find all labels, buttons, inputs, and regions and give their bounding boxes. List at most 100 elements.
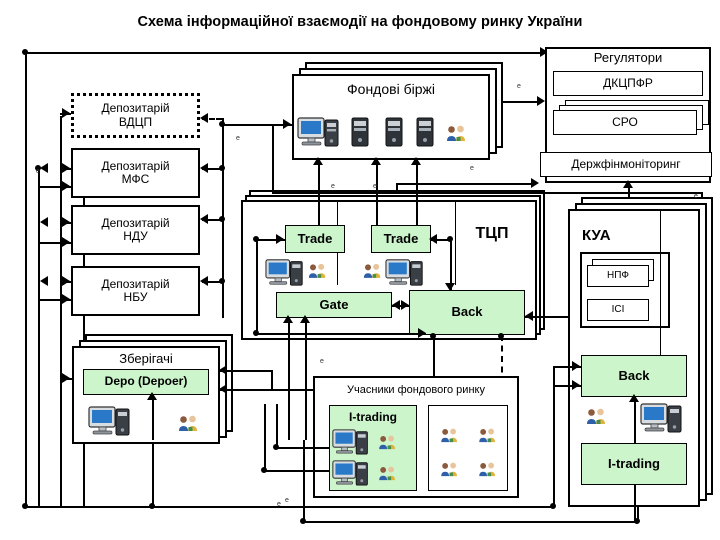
arrow-head bbox=[62, 217, 70, 227]
arrow-head bbox=[411, 157, 421, 165]
tcp-trade-1-label: Trade bbox=[297, 230, 333, 246]
arrow-head bbox=[525, 311, 533, 321]
tcp-rail-bottom bbox=[256, 333, 426, 335]
depository-vdcp-box[interactable] bbox=[71, 93, 200, 138]
link-ndu-right bbox=[202, 219, 222, 221]
tower-icon bbox=[414, 116, 438, 148]
arrow-head bbox=[62, 294, 70, 304]
kua-funds-link bbox=[660, 209, 661, 355]
kua-itrading-box[interactable] bbox=[581, 443, 687, 485]
tower-icon bbox=[383, 116, 407, 148]
tcp-gate-label: Gate bbox=[319, 296, 349, 312]
tcp-trade-1-box[interactable] bbox=[285, 225, 345, 253]
depository-label-line1: Депозитарій bbox=[101, 215, 170, 230]
link-exch-up-1 bbox=[318, 160, 320, 192]
people-icon bbox=[586, 408, 608, 425]
arrow-head bbox=[276, 234, 284, 244]
arrow-head bbox=[300, 315, 310, 323]
depository-ndu-label: Депозитарій НДУ bbox=[71, 205, 200, 255]
regulator-sro-label: СРО bbox=[612, 114, 638, 129]
arrow-head bbox=[401, 300, 409, 310]
kua-back-in-2 bbox=[553, 385, 581, 387]
participants-people-panel[interactable] bbox=[428, 405, 508, 491]
custodians-right-rail bbox=[271, 370, 273, 390]
kua-back-in-1 bbox=[553, 366, 581, 368]
depository-mfs-box[interactable] bbox=[71, 148, 200, 198]
bus-dot bbox=[149, 503, 155, 509]
tower-icon bbox=[349, 116, 373, 148]
computer-icon bbox=[640, 402, 684, 434]
kua-itrading-label: I-trading bbox=[608, 455, 660, 471]
depository-label-line2: НДУ bbox=[123, 229, 148, 243]
edge-marker: e bbox=[277, 501, 281, 508]
tcp-left-rail bbox=[256, 239, 258, 335]
edge-marker: e bbox=[517, 83, 521, 90]
depository-vdcp-label: Депозитарій ВДЦП bbox=[71, 93, 200, 138]
tcp-trade-2-box[interactable] bbox=[371, 225, 431, 253]
tcp-in-2 bbox=[376, 192, 378, 225]
participants-title: Учасники фондового ринку bbox=[347, 383, 485, 396]
bus-bottom-1 bbox=[25, 506, 555, 508]
depository-label-line1: Депозитарій bbox=[101, 158, 170, 173]
tcp-drop-2 bbox=[305, 318, 307, 440]
tcp-top-bus bbox=[272, 192, 702, 194]
bus-bottom-2 bbox=[303, 521, 638, 523]
bus-dot bbox=[430, 333, 436, 339]
bus-dot bbox=[300, 518, 306, 524]
tcp-back-box[interactable] bbox=[409, 290, 525, 335]
tcp-back-label: Back bbox=[451, 304, 483, 320]
people-icon bbox=[378, 435, 398, 450]
link-exch-left bbox=[272, 124, 292, 126]
custodians-up bbox=[152, 395, 154, 440]
tcp-title: ТЦП bbox=[475, 225, 509, 243]
kua-ici-box[interactable] bbox=[587, 299, 649, 321]
edge-marker: e bbox=[36, 168, 40, 175]
people-icon bbox=[363, 263, 383, 279]
arrow-head bbox=[219, 365, 227, 375]
arrow-head bbox=[283, 119, 291, 129]
arrow-head bbox=[371, 157, 381, 165]
tcp-to-trade1 bbox=[256, 239, 285, 241]
arrow-head bbox=[445, 283, 455, 291]
arrow-head bbox=[429, 234, 437, 244]
regulator-dkcpfr-label: ДКЦПФР bbox=[603, 75, 653, 90]
depository-label-line2: МФС bbox=[121, 172, 150, 186]
link-ndu-b bbox=[38, 242, 71, 244]
regulator-sro-box[interactable] bbox=[553, 110, 697, 135]
arrow-head bbox=[62, 276, 70, 286]
edge-marker: e bbox=[331, 183, 335, 190]
participants-trading-label: I-trading bbox=[349, 410, 397, 425]
tcp-drop-1 bbox=[288, 318, 290, 440]
bus-drop-a bbox=[152, 440, 154, 506]
page-title: Схема інформаційної взаємодії на фондово… bbox=[137, 14, 583, 30]
arrow-head bbox=[418, 328, 426, 338]
link-nbu-right bbox=[202, 281, 222, 283]
regulator-monitoring-box[interactable] bbox=[540, 152, 712, 177]
depository-nbu-box[interactable] bbox=[71, 266, 200, 316]
exchanges-title: Фондові біржі bbox=[347, 81, 435, 98]
kua-npf-box[interactable] bbox=[587, 265, 649, 287]
tcp-gate-box[interactable] bbox=[276, 292, 392, 318]
arrow-head bbox=[62, 373, 70, 383]
arrow-head bbox=[200, 113, 208, 123]
arrow-head bbox=[200, 214, 208, 224]
kua-in-rail bbox=[553, 366, 555, 506]
participants-feed-rail-2 bbox=[264, 404, 266, 470]
kua-title: КУА bbox=[582, 226, 611, 244]
people-icon bbox=[440, 462, 460, 477]
tcp-gate-back bbox=[392, 305, 409, 307]
arrow-head bbox=[147, 392, 157, 400]
link-exch-bus bbox=[272, 124, 274, 194]
custodians-title: Зберігачі bbox=[119, 350, 173, 366]
tcp-divider-2 bbox=[455, 200, 456, 285]
arrow-head bbox=[40, 276, 48, 286]
regulator-dkcpfr-box[interactable] bbox=[553, 71, 703, 96]
tcp-trade2-link bbox=[431, 239, 450, 241]
computer-icon bbox=[332, 428, 370, 456]
custodians-depo-box[interactable] bbox=[83, 369, 209, 395]
depository-ndu-box[interactable] bbox=[71, 205, 200, 255]
regulator-monitoring-label: Держфінмоніторинг bbox=[571, 156, 681, 171]
bus-dot bbox=[273, 444, 279, 450]
edge-marker: e bbox=[285, 497, 289, 504]
